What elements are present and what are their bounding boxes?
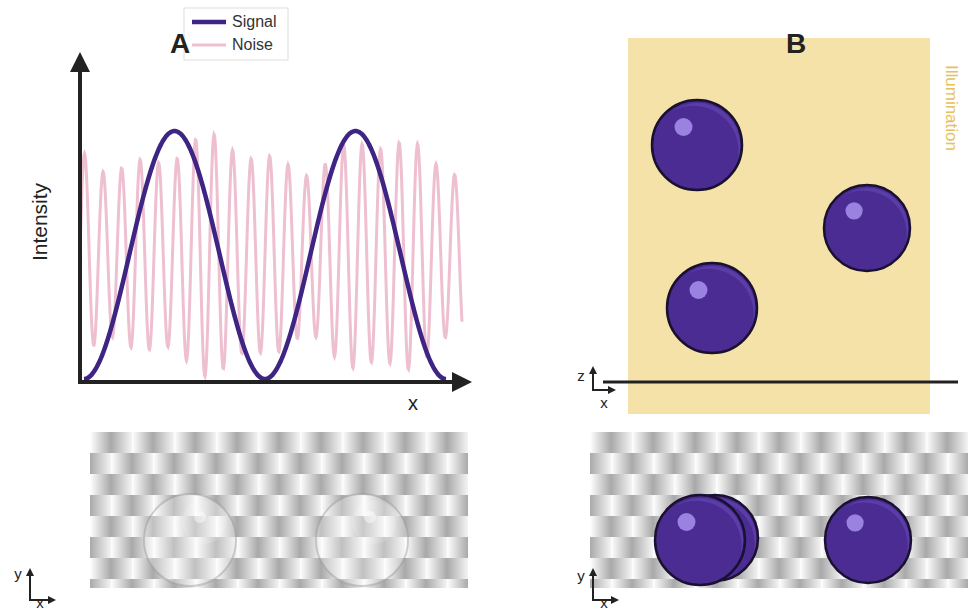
particles — [655, 495, 911, 585]
particle — [655, 495, 745, 585]
particle — [824, 185, 910, 271]
camera-image — [590, 432, 968, 588]
axis-label: x — [36, 595, 44, 610]
legend-box — [184, 8, 288, 60]
axis-label: z — [577, 368, 585, 385]
axis-glyph — [592, 370, 612, 390]
axis-label: y — [14, 566, 22, 583]
panel-letter: B — [786, 29, 806, 60]
axis-label: x — [600, 395, 608, 412]
camera-image — [90, 432, 468, 588]
signal-sample — [192, 20, 226, 25]
axis-title: Intensity — [28, 183, 51, 261]
signal-curve — [84, 131, 446, 379]
focal-plane — [603, 381, 958, 384]
particle — [652, 100, 742, 190]
intensity-plot — [78, 62, 462, 384]
particles — [652, 100, 910, 353]
axis-label: y — [577, 568, 585, 585]
axis-label: x — [408, 392, 418, 414]
region-label: Illumination — [942, 65, 961, 151]
noise-sample — [192, 44, 226, 47]
panel-letter: A — [170, 29, 190, 60]
y-axis — [78, 62, 82, 384]
particle — [667, 263, 757, 353]
x-axis — [78, 380, 462, 384]
particle — [825, 497, 911, 583]
axis-label: x — [600, 595, 608, 610]
legend-text: Signal — [232, 13, 276, 31]
noise-curve — [80, 135, 462, 377]
legend-text: Noise — [232, 36, 273, 54]
illumination-region — [628, 38, 930, 414]
